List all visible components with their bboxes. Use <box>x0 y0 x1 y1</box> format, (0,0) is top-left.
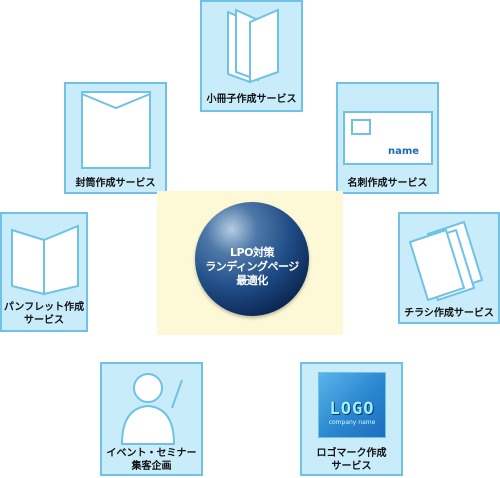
event-service-label-line1: イベント・セミナー <box>106 448 197 459</box>
business-card-service-label: 名刺作成サービス <box>347 178 428 189</box>
logo-service-label-line1: ロゴマーク作成 <box>316 448 387 459</box>
pamphlet-service-label-line2: サービス <box>24 315 64 326</box>
logo-service-label-line2: サービス <box>331 461 372 472</box>
pamphlet-service-label-line1: パンフレット作成 <box>3 302 85 313</box>
envelope-service-card[interactable]: 封筒作成サービス <box>64 82 167 194</box>
booklet-icon <box>227 8 279 84</box>
lpo-center-sphere[interactable]: LPO対策 ランディングページ 最適化 <box>195 202 309 316</box>
flyer-service-label: チラシ作成サービス <box>404 308 494 319</box>
center-line-2: ランディングページ <box>205 260 299 273</box>
event-service-label-line2: 集客企画 <box>131 461 172 472</box>
presenter-icon <box>120 373 183 445</box>
pamphlet-icon <box>11 224 79 296</box>
center-line-3: 最適化 <box>236 274 268 287</box>
envelope-service-label: 封筒作成サービス <box>75 178 156 189</box>
flyer-service-card[interactable]: チラシ作成サービス <box>398 212 500 324</box>
business-card-name-text: name <box>388 146 420 157</box>
logo-service-card[interactable]: LOGO company name ロゴマーク作成 サービス <box>300 362 403 476</box>
logo-company-name: company name <box>328 419 376 426</box>
logo-text: LOGO <box>329 399 375 419</box>
logo-sample-icon: LOGO company name <box>318 372 386 438</box>
pamphlet-service-card[interactable]: パンフレット作成 サービス <box>0 212 88 332</box>
business-card-icon <box>343 111 433 165</box>
lpo-center-text: LPO対策 ランディングページ 最適化 <box>195 246 309 288</box>
business-card-service-card[interactable]: name 名刺作成サービス <box>336 82 439 194</box>
booklet-service-label: 小冊子作成サービス <box>206 94 297 105</box>
flyer-icon <box>408 220 484 302</box>
envelope-icon <box>81 91 151 169</box>
booklet-service-card[interactable]: 小冊子作成サービス <box>200 0 303 112</box>
center-line-1: LPO対策 <box>230 246 274 259</box>
event-service-card[interactable]: イベント・セミナー 集客企画 <box>100 362 203 476</box>
